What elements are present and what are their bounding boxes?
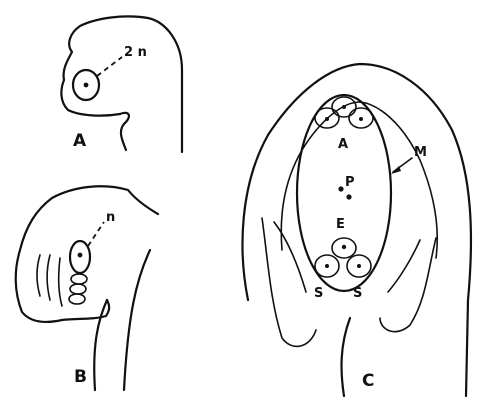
panel-b-nucleus-dot [78, 253, 83, 258]
panel-c-antipodal-nucleus-3 [359, 117, 363, 121]
panel-c-polar-nucleus-2 [346, 194, 351, 199]
panel-c-antipodal-nucleus-2 [325, 117, 329, 121]
panel-a-callout-line [97, 57, 122, 76]
panel-c-label-synergid-right: S [353, 286, 362, 301]
panel-c-egg-nucleus [342, 245, 346, 249]
panel-c-chalazal-base [342, 318, 350, 396]
panel-a-callout-label: 2 n [124, 45, 147, 60]
panel-b-degenerate-megaspore-1 [71, 274, 87, 284]
panel-c-antipodal-nucleus-1 [342, 105, 346, 109]
panel-b-funiculus [94, 250, 150, 390]
panel-c-label-polar-nuclei: P [345, 175, 355, 190]
panel-c-inner-integument [281, 102, 437, 258]
panel-c-label-synergid-left: S [314, 286, 323, 301]
panel-b-degenerate-megaspore-3 [69, 294, 85, 304]
panel-c-label-antipodals: A [338, 137, 348, 152]
panel-c-label-megagametophyte: M [414, 145, 427, 160]
panel-b-callout-label: n [106, 210, 115, 225]
panel-c: A M P E S S C [243, 64, 471, 396]
panel-b-integument-folds [37, 255, 62, 306]
panel-c-micropyle-lips [262, 218, 436, 346]
panel-b: n B [16, 186, 158, 390]
panel-c-label: C [362, 371, 374, 391]
panel-a-label: A [73, 131, 87, 151]
panel-c-synergid-nucleus-1 [325, 264, 329, 268]
panel-b-callout-line [88, 222, 104, 246]
panel-a: 2 n A [61, 16, 182, 152]
panel-a-nucleus-dot [84, 83, 89, 88]
panel-b-label: B [74, 367, 87, 387]
panel-c-label-egg: E [336, 217, 345, 232]
panel-b-outer-outline [16, 186, 158, 322]
panel-b-degenerate-megaspore-2 [70, 284, 86, 294]
panel-c-embryo-sac [297, 95, 391, 291]
panel-c-polar-nucleus-1 [338, 186, 343, 191]
panel-c-synergid-nucleus-2 [357, 264, 361, 268]
